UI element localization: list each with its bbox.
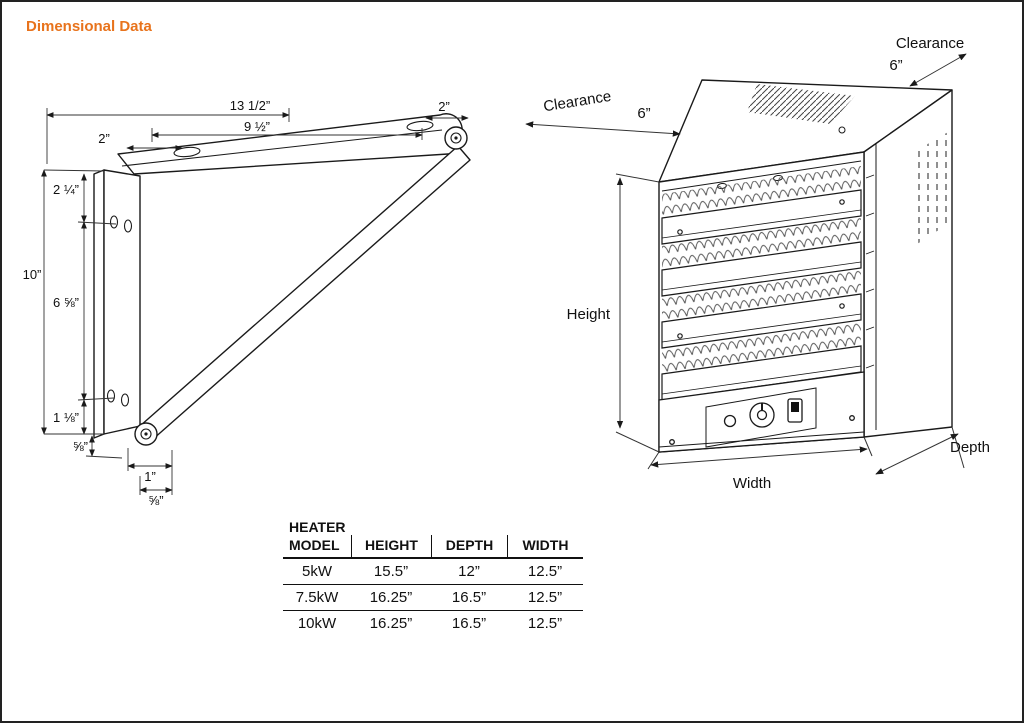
- table-header-model: MODEL: [289, 537, 340, 553]
- bracket-wall-plate-side: [93, 169, 105, 439]
- screw-icon: [669, 439, 675, 445]
- dim-slot-span: 9 ½”: [244, 119, 270, 134]
- table-header-row: MODEL HEIGHT DEPTH WIDTH: [283, 535, 583, 559]
- height-label: Height: [567, 306, 611, 323]
- table-row: 10kW 16.25” 16.5” 12.5”: [283, 610, 583, 636]
- cell-width: 12.5”: [527, 563, 563, 580]
- page-title: Dimensional Data: [26, 18, 152, 35]
- cell-height: 16.25”: [369, 615, 413, 632]
- dim-right-slot-offset: 2”: [438, 99, 450, 114]
- table-header-depth: DEPTH: [431, 535, 507, 557]
- bracket-wall-plate: [103, 169, 141, 435]
- depth-label: Depth: [950, 439, 990, 456]
- base-edge-line: [658, 431, 865, 448]
- clearance-top-label: Clearance: [896, 35, 964, 52]
- width-label: Width: [733, 475, 771, 492]
- bracket-bottom-bolt: [134, 422, 158, 446]
- bracket-outline: [93, 113, 471, 446]
- bracket-dimension-lines: [41, 108, 469, 495]
- dim-left-slot-offset: 2”: [98, 131, 110, 146]
- cell-depth: 12”: [458, 563, 480, 580]
- bracket-pivot-bolt: [444, 126, 468, 150]
- cell-width: 12.5”: [527, 615, 563, 632]
- front-louvers: [661, 189, 862, 401]
- cell-model: 5kW: [302, 563, 332, 580]
- dim-plate-height: 10”: [23, 267, 42, 282]
- louver: [661, 293, 862, 349]
- table-header-heater: HEATER: [289, 519, 346, 535]
- clearance-side-value: 6”: [637, 105, 650, 122]
- clearance-top-value: 6”: [889, 57, 902, 74]
- dim-foot-offset: ⅝”: [148, 493, 163, 508]
- table-header-pre-row: HEATER: [283, 519, 583, 535]
- cell-height: 16.25”: [369, 589, 413, 606]
- heater-diagram: Clearance 6” Clearance 6” Height Width D…: [525, 35, 990, 492]
- clearance-side-label: Clearance: [542, 88, 612, 115]
- heater-spec-table: HEATER MODEL HEIGHT DEPTH WIDTH 5kW 15.5…: [283, 519, 583, 636]
- heater-dimension-lines: [525, 53, 967, 475]
- cell-depth: 16.5”: [451, 615, 487, 632]
- front-frame-line: [661, 160, 862, 192]
- bracket-arm-slot-left: [173, 146, 201, 158]
- bracket-brace: [139, 145, 471, 441]
- side-vent-grille: [914, 132, 948, 246]
- cell-model: 10kW: [297, 615, 337, 632]
- bracket-arm-slot-right: [406, 120, 434, 132]
- pilot-indicator: [723, 414, 737, 428]
- cell-height: 15.5”: [373, 563, 409, 580]
- screw-icon: [849, 415, 855, 421]
- dim-top-hole-offset: 2 ¼”: [53, 182, 79, 197]
- cell-depth: 16.5”: [451, 589, 487, 606]
- dim-lower-hole-offset: 1 ⅛”: [53, 410, 79, 425]
- cell-model: 7.5kW: [295, 589, 339, 606]
- dim-arm-length: 13 1/2”: [230, 98, 270, 113]
- bracket-diagram: 13 1/2” 9 ½” 2” 2” 10” 2 ¼” 6 ⅝” 1 ⅛” ⅝”…: [23, 98, 471, 508]
- control-panel: [658, 371, 865, 453]
- table-row: 7.5kW 16.25” 16.5” 12.5”: [283, 584, 583, 610]
- dim-foot-depth: 1”: [144, 469, 156, 484]
- top-knockout-hole: [838, 126, 846, 134]
- louver: [661, 241, 862, 297]
- bracket-mounting-holes: [106, 215, 133, 407]
- table-header-height: HEIGHT: [351, 535, 431, 557]
- side-edge-slots: [865, 174, 875, 369]
- cell-width: 12.5”: [527, 589, 563, 606]
- louver: [661, 189, 862, 245]
- table-header-width: WIDTH: [507, 535, 583, 557]
- top-vent-grille: [747, 84, 855, 124]
- dim-plate-bottom-offset: ⅝”: [73, 439, 88, 454]
- table-row: 5kW 15.5” 12” 12.5”: [283, 559, 583, 584]
- bracket-dimension-labels: 13 1/2” 9 ½” 2” 2” 10” 2 ¼” 6 ⅝” 1 ⅛” ⅝”…: [23, 98, 450, 508]
- dim-hole-spacing: 6 ⅝”: [53, 295, 79, 310]
- bracket-arm: [117, 113, 464, 175]
